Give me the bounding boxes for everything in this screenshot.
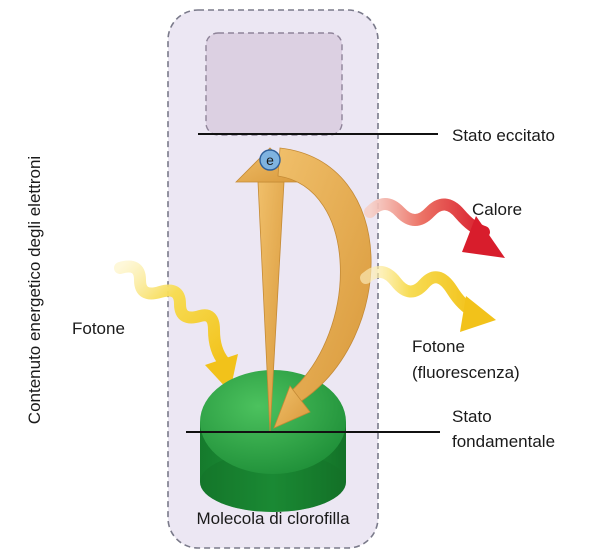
excited-state-box: [206, 33, 342, 135]
ground-state-label-line2: fondamentale: [452, 432, 555, 451]
electron-label: e: [266, 152, 274, 168]
photon-out-label-line1: Fotone: [412, 337, 465, 356]
photon-in-label: Fotone: [72, 319, 125, 338]
molecule-label: Molecola di clorofilla: [196, 509, 350, 528]
photon-out-label-line2: (fluorescenza): [412, 363, 520, 382]
ground-state-label-line1: Stato: [452, 407, 492, 426]
fluorescence-photon-wave: [366, 272, 496, 332]
heat-label: Calore: [472, 200, 522, 219]
chlorophyll-disc: [200, 370, 346, 512]
excited-state-label: Stato eccitato: [452, 126, 555, 145]
electron-icon: e: [260, 150, 280, 170]
y-axis-label: Contenuto energetico degli elettroni: [25, 156, 44, 424]
